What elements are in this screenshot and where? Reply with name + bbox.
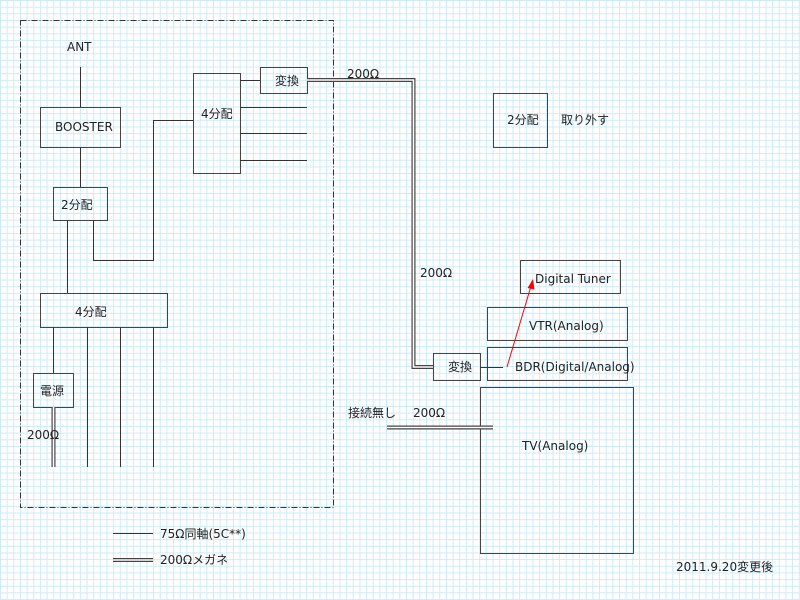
- splitter4-lower-box: [40, 293, 168, 328]
- no-connection-label: 接続無し: [348, 405, 396, 420]
- splitter4-upper-box: [193, 73, 241, 174]
- legend-coax-label: 75Ω同軸(5C**): [160, 527, 246, 541]
- red-arrow: [506, 279, 535, 368]
- digital-tuner-label: Digital Tuner: [535, 272, 611, 286]
- removed-splitter-box: [493, 93, 548, 148]
- splitter2-label: 2分配: [61, 198, 93, 212]
- bdr-label: BDR(Digital/Analog): [515, 360, 635, 374]
- power-label: 電源: [40, 384, 64, 398]
- splitter2-to-upper: [93, 120, 193, 261]
- bdr-box: [487, 347, 628, 381]
- removed-splitter-label: 2分配: [507, 113, 539, 127]
- vtr-box: [487, 307, 628, 341]
- legend-feeder-label: 200Ωメガネ: [160, 553, 228, 567]
- tv-box: [480, 387, 634, 554]
- feeder-run: [307, 78, 433, 369]
- digital-tuner-box: [520, 260, 621, 294]
- date-note: 2011.9.20変更後: [676, 559, 773, 574]
- indoor-boundary: [20, 20, 334, 508]
- splitter2-box: [53, 187, 108, 221]
- impedance-mid-label: 200Ω: [420, 266, 452, 280]
- splitter4-upper-label: 4分配: [201, 107, 233, 121]
- impedance-power-label: 200Ω: [27, 428, 59, 442]
- converter-lower-label: 変換: [448, 359, 472, 374]
- booster-label: BOOSTER: [55, 120, 113, 134]
- converter-upper-label: 変換: [275, 73, 299, 88]
- vtr-label: VTR(Analog): [529, 319, 604, 333]
- splitter4-lower-label: 4分配: [75, 305, 107, 319]
- impedance-top-label: 200Ω: [347, 67, 379, 81]
- removed-note: 取り外す: [561, 113, 609, 127]
- impedance-noconn-label: 200Ω: [413, 406, 445, 420]
- ant-label: ANT: [67, 40, 92, 54]
- tv-label: TV(Analog): [521, 439, 588, 453]
